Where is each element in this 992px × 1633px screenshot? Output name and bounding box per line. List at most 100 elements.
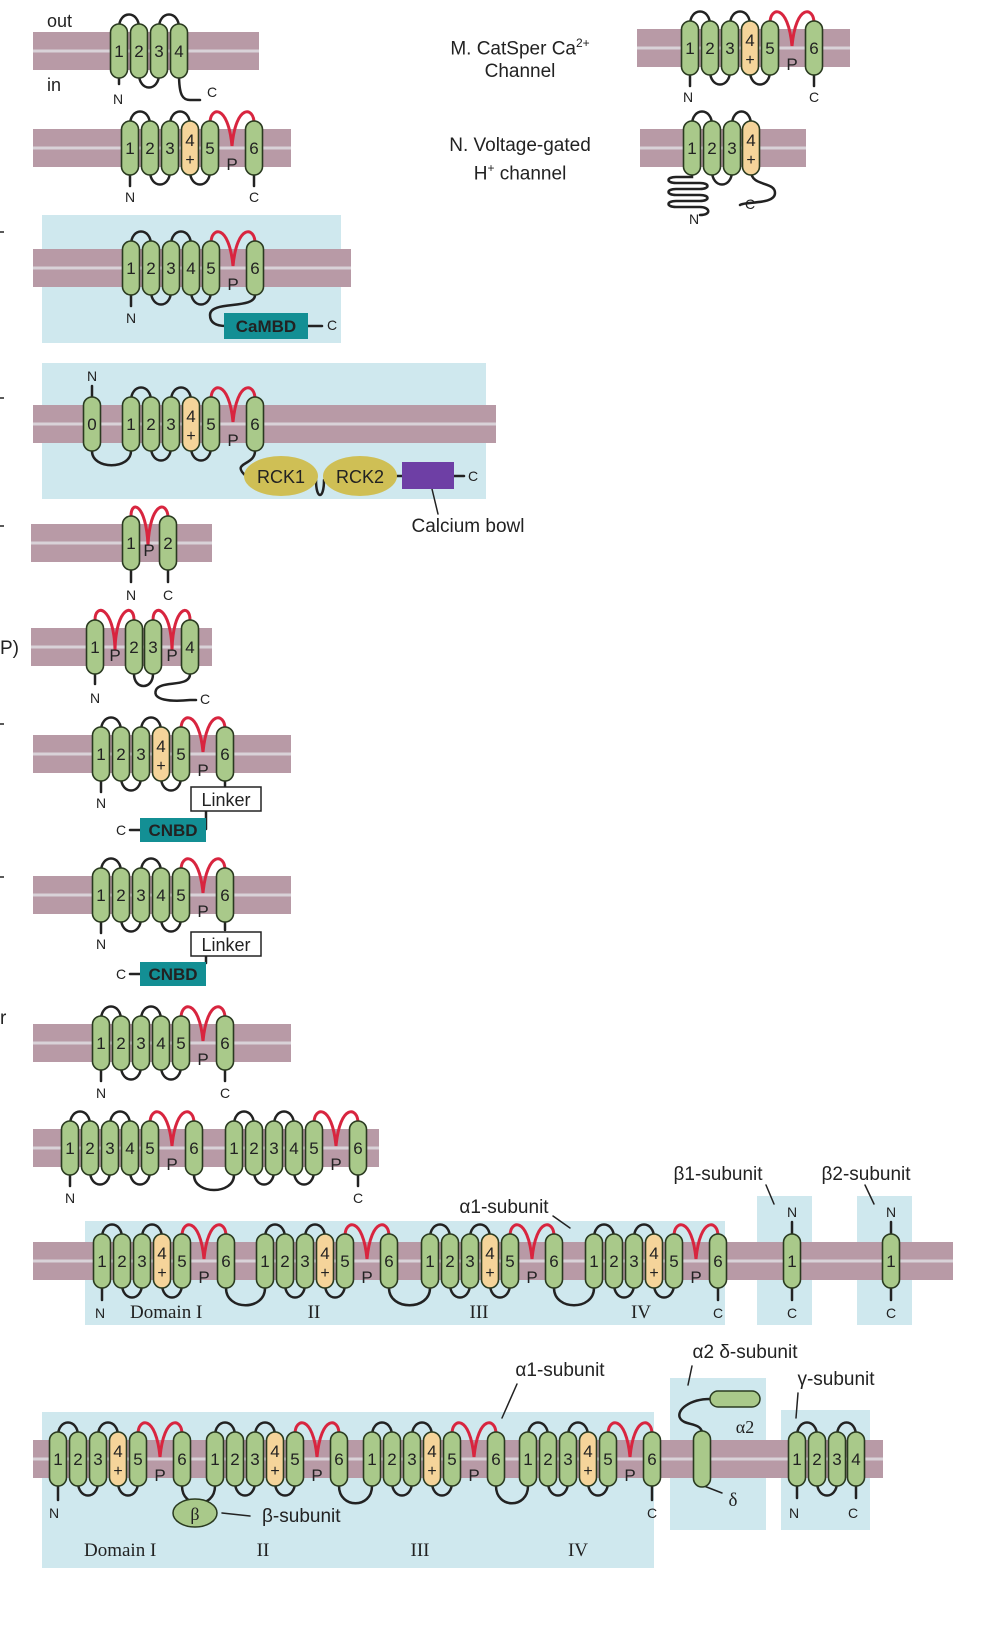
segment-number: 3 bbox=[166, 259, 175, 278]
segment-number: 3 bbox=[250, 1450, 259, 1469]
connector-loop bbox=[224, 1286, 267, 1307]
segment-number: 6 bbox=[353, 1139, 362, 1158]
pore-loop bbox=[768, 10, 816, 47]
transmembrane-segment-1 bbox=[109, 23, 129, 79]
segment-number: 1 bbox=[886, 1252, 895, 1271]
c-terminus: C bbox=[163, 587, 173, 603]
pore-letter: P bbox=[227, 275, 238, 294]
transmembrane-segment-5 bbox=[171, 1015, 191, 1071]
segment-number: 4 bbox=[185, 131, 194, 150]
transmembrane-segment-6 bbox=[348, 1120, 368, 1176]
segment-number: 5 bbox=[176, 745, 185, 764]
transmembrane-segment-5 bbox=[285, 1431, 305, 1487]
transmembrane-segment-4 bbox=[151, 867, 171, 923]
segment-number: 2 bbox=[85, 1139, 94, 1158]
segment-number: 1 bbox=[96, 1034, 105, 1053]
connector-loop bbox=[239, 449, 257, 478]
transmembrane-segment-6 bbox=[379, 1233, 399, 1289]
transmembrane-segment-3 bbox=[161, 240, 181, 296]
n-terminus: N bbox=[96, 795, 106, 811]
transmembrane-segment-1 bbox=[518, 1431, 538, 1487]
domain-label: II bbox=[257, 1540, 270, 1561]
c-terminus: C bbox=[809, 89, 819, 105]
pore-loop bbox=[151, 608, 192, 651]
n-terminus: N bbox=[789, 1505, 799, 1521]
segment-number: 3 bbox=[407, 1450, 416, 1469]
segment-number: 2 bbox=[163, 534, 172, 553]
transmembrane-segment-6 bbox=[215, 726, 235, 782]
transmembrane-segment-4 bbox=[284, 1120, 304, 1176]
hv-channel-label: N. Voltage-gated H+ channel bbox=[449, 135, 591, 185]
segment-number: 3 bbox=[148, 638, 157, 657]
segment-number: 4 bbox=[157, 1244, 166, 1263]
segment-number: 2 bbox=[145, 139, 154, 158]
transmembrane-segment-1 bbox=[420, 1233, 440, 1289]
cnbd-domain bbox=[140, 818, 206, 842]
pore-letter: P bbox=[197, 761, 208, 780]
voltage-sensor-plus: + bbox=[156, 758, 165, 775]
callout-line bbox=[703, 1485, 723, 1494]
transmembrane-segment-4 bbox=[644, 1233, 664, 1289]
segment-number: 2 bbox=[609, 1252, 618, 1271]
transmembrane-segment-5 bbox=[304, 1120, 324, 1176]
voltage-sensor-plus: + bbox=[185, 152, 194, 169]
pore-letter: P bbox=[361, 1268, 372, 1287]
transmembrane-segment-1 bbox=[362, 1431, 382, 1487]
segment-number: 5 bbox=[290, 1450, 299, 1469]
transmembrane-segment-3 bbox=[827, 1431, 847, 1487]
segment-number: 4 bbox=[174, 42, 183, 61]
beta-letter: β bbox=[190, 1504, 199, 1524]
linker-box bbox=[190, 786, 262, 812]
pore-letter: P bbox=[166, 1155, 177, 1174]
segment-number: 3 bbox=[563, 1450, 572, 1469]
segment-number: 5 bbox=[133, 1450, 142, 1469]
segment-number: 2 bbox=[146, 415, 155, 434]
coiled-n-terminus bbox=[667, 169, 710, 217]
segment-number: 1 bbox=[114, 42, 123, 61]
pore-letter: P bbox=[624, 1466, 635, 1485]
beta-subunit-label: β-subunit bbox=[262, 1506, 341, 1527]
segment-number: 2 bbox=[129, 638, 138, 657]
segment-number: 1 bbox=[97, 1252, 106, 1271]
voltage-sensor-plus: + bbox=[270, 1463, 279, 1480]
segment-number: 5 bbox=[205, 139, 214, 158]
n-terminus: N bbox=[96, 936, 106, 952]
transmembrane-segment-2 bbox=[702, 120, 722, 176]
pore-loop bbox=[293, 1421, 341, 1458]
segment-number: 1 bbox=[126, 415, 135, 434]
segment-number: 5 bbox=[309, 1139, 318, 1158]
transmembrane-segment-5 bbox=[335, 1233, 355, 1289]
transmembrane-segment-4 bbox=[151, 1015, 171, 1071]
calcium-bowl-domain bbox=[402, 462, 454, 489]
segment-number: 1 bbox=[685, 39, 694, 58]
segment-number: 1 bbox=[53, 1450, 62, 1469]
c-terminus: C bbox=[886, 1305, 896, 1321]
domain-label: II bbox=[308, 1302, 321, 1323]
transmembrane-segment-2 bbox=[141, 240, 161, 296]
segment-number: 1 bbox=[229, 1139, 238, 1158]
segment-number: 4 bbox=[186, 259, 195, 278]
n-terminus: N bbox=[126, 310, 136, 326]
segment-number: 6 bbox=[713, 1252, 722, 1271]
n-terminus: N bbox=[787, 1204, 797, 1220]
pore-letter: P bbox=[468, 1466, 479, 1485]
transmembrane-segment-1 bbox=[48, 1431, 68, 1487]
transmembrane-segment-6 bbox=[329, 1431, 349, 1487]
segment-number: 6 bbox=[250, 259, 259, 278]
transmembrane-segment-2 bbox=[68, 1431, 88, 1487]
segment-number: 4 bbox=[156, 737, 165, 756]
segment-number: 3 bbox=[154, 42, 163, 61]
segment-number: 3 bbox=[165, 139, 174, 158]
transmembrane-segment-4 bbox=[151, 726, 171, 782]
alpha1-subunit-label: α1-subunit bbox=[515, 1360, 605, 1381]
transmembrane-segment-3 bbox=[624, 1233, 644, 1289]
segment-number: 6 bbox=[549, 1252, 558, 1271]
connector-loop bbox=[314, 478, 326, 497]
segment-number: 4 bbox=[427, 1442, 436, 1461]
segment-number: 3 bbox=[93, 1450, 102, 1469]
segment-number: 2 bbox=[445, 1252, 454, 1271]
transmembrane-segment-4 bbox=[181, 240, 201, 296]
transmembrane-segment-1 bbox=[205, 1431, 225, 1487]
catsper-label: M. CatSper Ca2+ Channel bbox=[450, 36, 590, 83]
transmembrane-segment-3 bbox=[161, 396, 181, 452]
